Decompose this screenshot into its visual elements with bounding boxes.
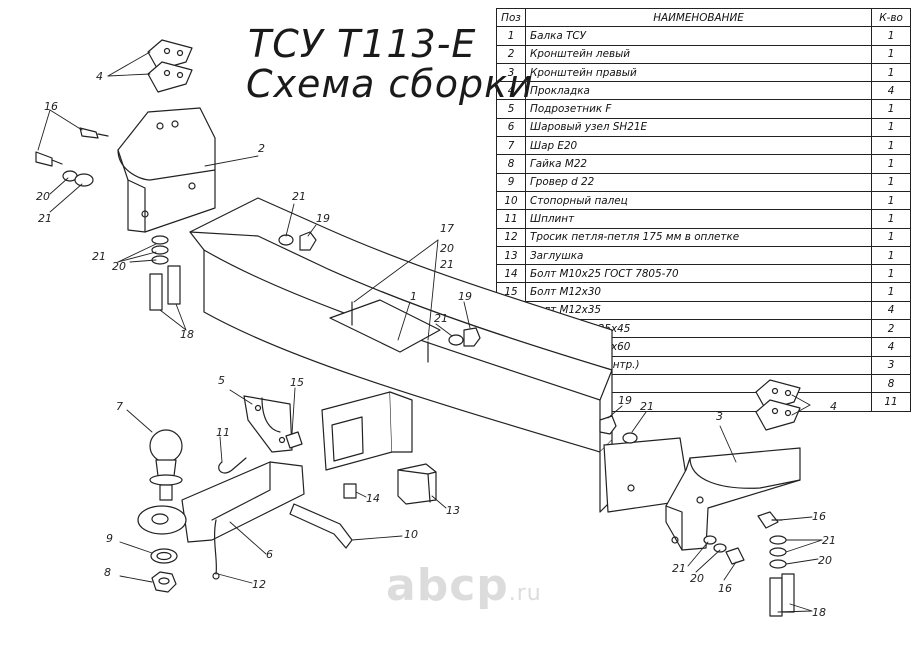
part-nut-m22 — [151, 571, 177, 593]
callout-2: 2 — [258, 142, 265, 155]
part-cotter-pin — [218, 457, 247, 474]
row-qty: 1 — [871, 190, 911, 211]
callout-10: 10 — [404, 528, 418, 541]
callout-1: 1 — [410, 290, 417, 303]
row-pos: 11 — [496, 209, 526, 229]
callout-5: 5 — [218, 374, 225, 387]
callout-20b: 20 — [112, 260, 126, 273]
callout-8: 8 — [104, 566, 111, 579]
callout-21b: 21 — [92, 250, 106, 263]
bolt-set — [35, 127, 795, 617]
callout-19a: 19 — [316, 212, 330, 225]
callout-13: 13 — [446, 504, 460, 517]
callout-7: 7 — [116, 400, 123, 413]
diagram-subtitle: Схема сборки — [246, 62, 534, 106]
washer-set — [62, 170, 787, 569]
row-name: Подрозетник F — [525, 99, 872, 119]
part-shims-right — [755, 379, 801, 431]
callout-21e: 21 — [434, 312, 448, 325]
callout-3: 3 — [716, 410, 723, 423]
callout-9: 9 — [106, 532, 113, 545]
part-shims-left — [147, 39, 193, 93]
callout-20c: 20 — [440, 242, 454, 255]
callout-21f: 21 — [640, 400, 654, 413]
part-socket-plate — [243, 395, 293, 453]
brand-name: abcp — [386, 560, 509, 611]
callout-16c: 16 — [718, 582, 732, 595]
callout-21h: 21 — [822, 534, 836, 547]
part-plug — [397, 463, 437, 505]
row-name: Кронштейн левый — [525, 44, 872, 64]
callout-11: 11 — [216, 426, 230, 439]
callout-4a: 4 — [96, 70, 103, 83]
callout-14: 14 — [366, 492, 380, 505]
header-pos: Поз — [496, 7, 526, 28]
callout-18a: 18 — [180, 328, 194, 341]
row-qty: 1 — [871, 99, 911, 119]
part-locking-pin — [289, 503, 353, 549]
row-name: Шаровый узел SH21E — [525, 117, 872, 138]
callout-21a: 21 — [38, 212, 52, 225]
callout-20d: 20 — [690, 572, 704, 585]
callout-19c: 19 — [618, 394, 632, 407]
part-right-bracket — [665, 447, 801, 551]
callout-20a: 20 — [36, 190, 50, 203]
part-ball-mount — [137, 461, 305, 543]
callout-20e: 20 — [818, 554, 832, 567]
brand-watermark: abcp.ru — [386, 560, 542, 611]
leader-lines — [37, 51, 823, 613]
part-ball — [149, 429, 183, 501]
diagram-title: ТСУ Т113-Е — [248, 22, 477, 66]
callout-15: 15 — [290, 376, 304, 389]
callout-17: 17 — [440, 222, 454, 235]
part-beam — [189, 197, 691, 513]
callout-4b: 4 — [830, 400, 837, 413]
callout-19b: 19 — [458, 290, 472, 303]
part-grover-d22 — [150, 548, 178, 564]
callout-6: 6 — [266, 548, 273, 561]
row-qty: 1 — [871, 264, 911, 284]
part-cable — [212, 519, 220, 580]
row-qty: 11 — [871, 392, 911, 412]
part-left-bracket — [117, 107, 216, 233]
callout-labels: 1 2 3 4 4 5 6 7 8 9 10 11 12 13 14 15 16… — [36, 70, 837, 619]
callout-18b: 18 — [812, 606, 826, 619]
parts-table-header: Поз НАИМЕНОВАНИЕ К-во — [496, 7, 911, 28]
callout-21d: 21 — [440, 258, 454, 271]
callout-16b: 16 — [812, 510, 826, 523]
callout-16a: 16 — [44, 100, 58, 113]
callout-21c: 21 — [292, 190, 306, 203]
callout-12: 12 — [252, 578, 266, 591]
brand-suffix: .ru — [508, 581, 542, 606]
callout-21g: 21 — [672, 562, 686, 575]
